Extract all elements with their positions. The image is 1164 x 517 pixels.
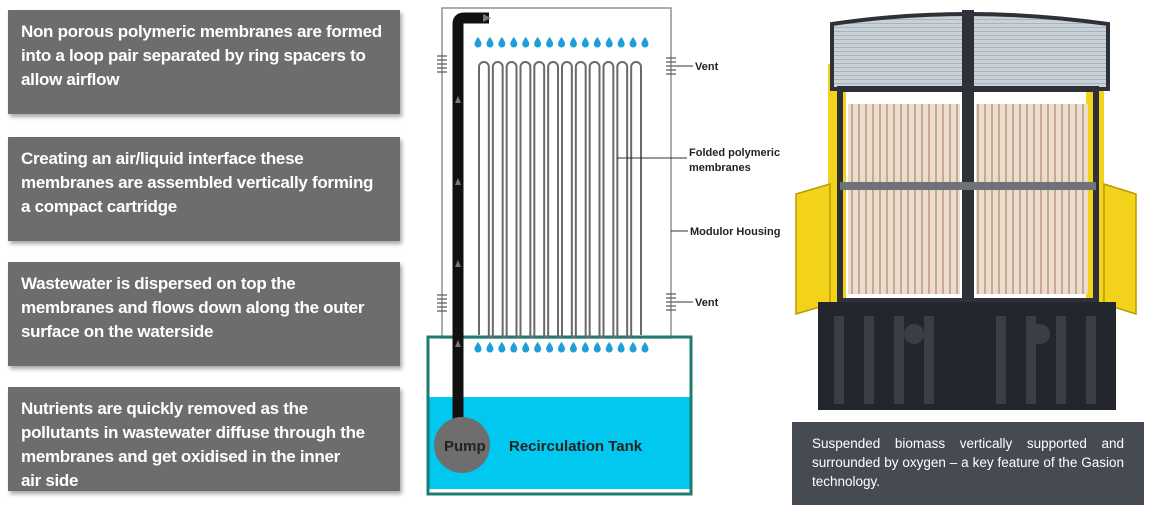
tank-label: Recirculation Tank [509, 438, 643, 455]
membranes-label-line2: membranes [689, 162, 751, 174]
flow-arrow-icon [455, 340, 461, 347]
droplets-top [474, 37, 649, 48]
info-box-air-liquid-interface: Creating an air/liquid interface these m… [8, 137, 400, 241]
membrane-loop [616, 61, 629, 335]
droplet-icon [486, 342, 494, 353]
membrane-loop [505, 61, 518, 335]
droplet-icon [486, 37, 494, 48]
photo-caption: Suspended biomass vertically supported a… [792, 422, 1144, 505]
info-box-text: Nutrients are quickly removed as the pol… [21, 399, 365, 490]
droplet-icon [534, 37, 542, 48]
membrane-loop [519, 61, 532, 335]
membranes-label-line1: Folded polymeric [689, 147, 780, 159]
caption-text: Suspended biomass vertically supported a… [812, 436, 1124, 489]
droplet-icon [641, 37, 649, 48]
vent-left-top [437, 55, 447, 73]
membrane-bend [501, 334, 508, 338]
droplet-icon [498, 37, 506, 48]
folded-membranes [478, 61, 642, 338]
droplet-icon [593, 342, 601, 353]
membrane-bend [584, 334, 591, 338]
droplet-icon [510, 342, 518, 353]
vent-right-bottom [666, 293, 676, 311]
vent-right-top [666, 57, 676, 75]
media-panel-right [976, 104, 1088, 294]
membrane-bend [626, 334, 633, 338]
membrane-bend [543, 334, 550, 338]
droplet-icon [522, 342, 530, 353]
base-port-left [904, 324, 924, 344]
cartridge-base [818, 302, 1116, 410]
housing-label: Modulor Housing [690, 226, 780, 238]
droplet-icon [510, 37, 518, 48]
membrane-bend [570, 334, 577, 338]
flow-arrow-icon [483, 14, 491, 22]
membrane-loop [630, 61, 642, 335]
center-post [962, 10, 974, 306]
vent-left-bottom [437, 294, 447, 312]
droplet-icon [474, 342, 482, 353]
droplets-bottom [474, 342, 649, 353]
membrane-loop [491, 61, 504, 335]
info-box-nutrients-removed: Nutrients are quickly removed as the pol… [8, 387, 400, 491]
media-panel-left [848, 104, 960, 294]
membrane-bend [612, 334, 619, 338]
door-right [1103, 182, 1137, 316]
info-box-text: Non porous polymeric membranes are forme… [21, 22, 382, 89]
membrane-loop [561, 61, 573, 335]
droplet-icon [605, 342, 613, 353]
info-box-text: Creating an air/liquid interface these m… [21, 149, 374, 216]
droplet-icon [534, 342, 542, 353]
droplet-icon [617, 37, 625, 48]
info-box-wastewater-dispersed: Wastewater is dispersed on top the membr… [8, 262, 400, 366]
membrane-loop [478, 61, 490, 335]
membrane-bend [557, 334, 563, 338]
gasion-cartridge-photo [795, 10, 1137, 410]
modular-housing [441, 7, 672, 339]
cross-bar [840, 182, 1096, 190]
base-ribs [834, 316, 1096, 404]
droplet-icon [522, 37, 530, 48]
membrane-bend [598, 334, 605, 338]
droplet-icon [498, 342, 506, 353]
droplet-icon [569, 342, 577, 353]
pump [434, 417, 490, 473]
membrane-loop [588, 61, 601, 335]
membrane-bend [487, 334, 494, 338]
membrane-cartridge-diagram: Pump Recirculation Tank Vent Folded poly… [426, 7, 780, 496]
pump-label: Pump [444, 438, 486, 455]
droplet-icon [593, 37, 601, 48]
droplet-icon [474, 37, 482, 48]
vent-top-label: Vent [695, 61, 719, 73]
flow-arrow-icon [455, 96, 461, 103]
droplet-icon [605, 37, 613, 48]
membrane-loop [574, 61, 587, 335]
base-port-right [1030, 324, 1050, 344]
door-left [795, 182, 831, 316]
droplet-icon [581, 37, 589, 48]
membrane-bend [515, 334, 522, 338]
droplet-icon [629, 37, 637, 48]
droplet-icon [546, 342, 554, 353]
droplet-icon [546, 37, 554, 48]
vent-bottom-label: Vent [695, 297, 719, 309]
droplet-icon [641, 342, 649, 353]
membrane-bend [529, 334, 536, 338]
flow-arrow-icon [455, 178, 461, 185]
droplet-icon [581, 342, 589, 353]
membrane-loop [547, 61, 559, 335]
recirculation-pipe [452, 12, 489, 440]
info-box-text: Wastewater is dispersed on top the membr… [21, 274, 365, 341]
membrane-loop [602, 61, 615, 335]
flow-arrow-icon [455, 260, 461, 267]
info-box-membranes-formed: Non porous polymeric membranes are forme… [8, 10, 400, 114]
droplet-icon [558, 342, 565, 353]
droplet-icon [558, 37, 565, 48]
droplet-icon [629, 342, 637, 353]
droplet-icon [617, 342, 625, 353]
droplet-icon [569, 37, 577, 48]
membrane-loop [533, 61, 546, 335]
